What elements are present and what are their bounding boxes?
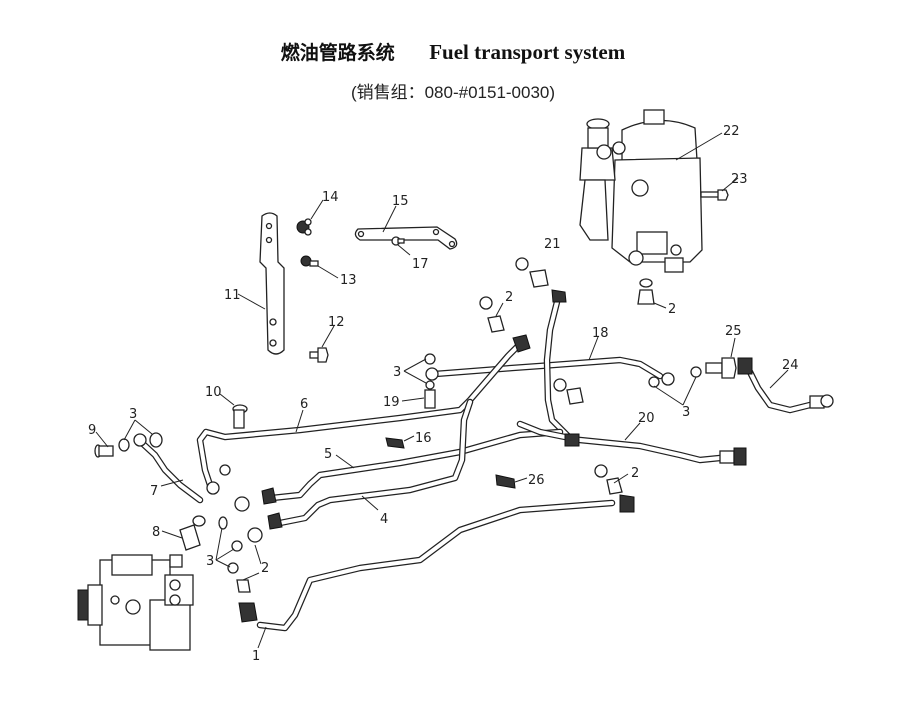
leaders-2-3 [123,302,697,581]
banjo-fittings [234,269,623,593]
clamp-13 [300,255,339,279]
banjo-bolt-10 [219,393,248,429]
callout-11: 11 [224,288,241,303]
fuel-filter-assembly [579,109,723,273]
clip-17 [391,236,411,256]
sales-group-subtitle: (销售组：080-#0151-0030) [350,83,556,102]
callout-2-a: 2 [505,290,513,305]
union-8 [161,524,201,551]
callout-16: 16 [415,431,432,446]
filter-outlet-fitting [637,278,667,309]
callout-7: 7 [150,484,158,499]
banjo-bolt-19 [401,380,436,409]
callout-25: 25 [725,324,742,339]
pipe-4 [267,398,474,530]
clamp-16 [385,435,415,449]
pipe-1 [238,494,635,649]
callout-3-d: 3 [206,554,214,569]
callout-3-b: 3 [129,407,137,422]
banjo-bolt-9 [94,431,114,458]
filter-bolt [700,177,739,201]
clamp-14 [296,199,324,236]
callout-22: 22 [723,124,740,139]
callout-10: 10 [205,385,222,400]
diagram-title: 燃油管路系统 Fuel transport system [0,38,906,65]
callout-3-c: 3 [682,405,690,420]
callout-4: 4 [380,512,388,527]
bracket-15 [354,205,458,250]
callout-23: 23 [731,172,748,187]
callout-5: 5 [324,447,332,462]
callout-2-b: 2 [668,302,676,317]
title-english: Fuel transport system [429,40,626,64]
seal-rings [118,257,702,574]
pipe-5 [261,428,564,505]
callout-26: 26 [528,473,545,488]
pipe-21 [543,289,576,444]
callout-15: 15 [392,194,409,209]
title-chinese: 燃油管路系统 [280,42,395,64]
clamp-26 [495,474,528,489]
callout-1: 1 [252,649,260,664]
callout-2-d: 2 [261,561,269,576]
callout-labels: 1 2 2 2 2 3 3 3 3 4 5 6 7 8 9 10 11 12 1… [88,124,799,664]
pipe-20 [516,420,747,466]
callout-24: 24 [782,358,799,373]
pipe-6 [196,334,531,495]
callout-14: 14 [322,190,339,205]
callout-19: 19 [383,395,400,410]
callout-17: 17 [412,257,429,272]
callout-20: 20 [638,411,655,426]
callout-3-a: 3 [393,365,401,380]
pipe-24 [746,368,834,414]
bolt-12 [309,325,335,363]
callout-21: 21 [544,237,561,252]
connector-25 [705,337,753,379]
callout-6: 6 [300,397,308,412]
callout-9: 9 [88,423,96,438]
bracket-11 [237,212,285,355]
callout-18: 18 [592,326,609,341]
callout-8: 8 [152,525,160,540]
pipe-7 [133,433,204,504]
callout-13: 13 [340,273,357,288]
callout-12: 12 [328,315,345,330]
callout-2-c: 2 [631,466,639,481]
high-pressure-pump [77,554,194,651]
